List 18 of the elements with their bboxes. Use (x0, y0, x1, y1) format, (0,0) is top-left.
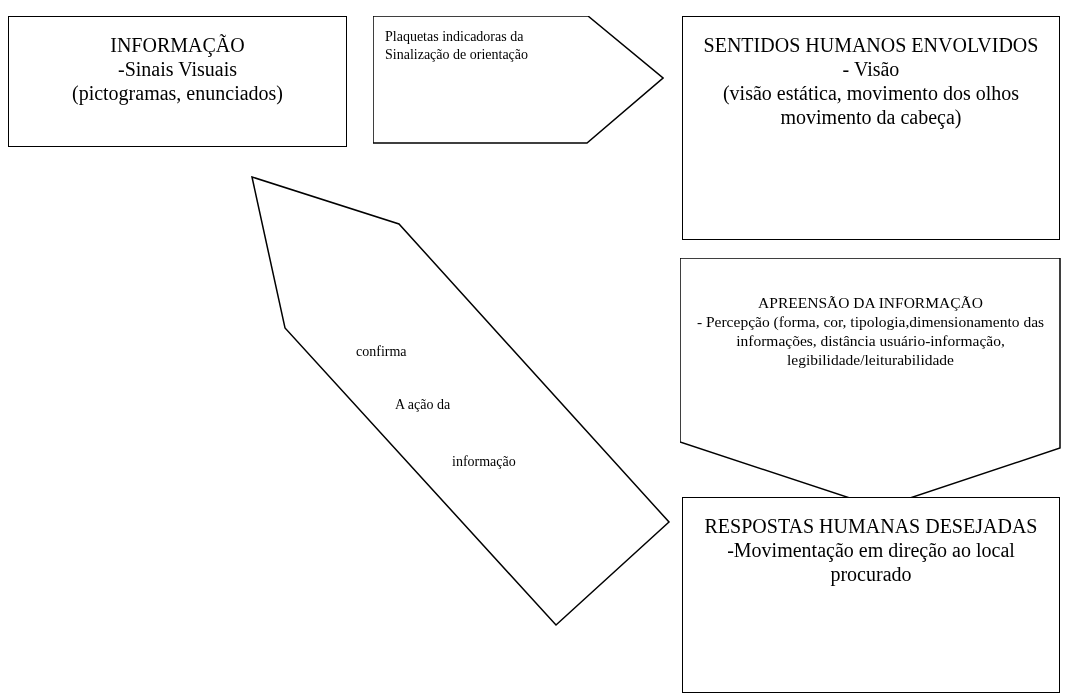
node-text: (pictogramas, enunciados) (71, 81, 283, 105)
text-box (8, 16, 347, 147)
node-text: informação (452, 453, 516, 471)
node-text: confirma (356, 343, 407, 361)
node-text: SENTIDOS HUMANOS ENVOLVIDOS (703, 33, 1039, 57)
node-text: - Visão (842, 57, 900, 81)
node-text: Plaquetas indicadoras da Sinalização de orientação (385, 28, 530, 65)
node-text: - Percepção (forma, cor, tipologia,dimensionamento das informações, distância usuário-informação, legibilidade/leiturabilidade (695, 312, 1046, 370)
node-text: APREENSÃO DA INFORMAÇÃO (758, 294, 983, 313)
node-text: movimento da cabeça) (780, 105, 962, 129)
node-text: (visão estática, movimento dos olhos (722, 81, 1020, 105)
node-text: -Movimentação em direção ao local procurado (726, 538, 1016, 586)
text-box (682, 497, 1060, 693)
node-text: -Sinais Visuais (118, 57, 237, 81)
node-text: INFORMAÇÃO (110, 33, 245, 57)
node-text: RESPOSTAS HUMANAS DESEJADAS (704, 514, 1038, 538)
text-box (682, 16, 1060, 240)
node-text: A ação da (395, 396, 451, 414)
